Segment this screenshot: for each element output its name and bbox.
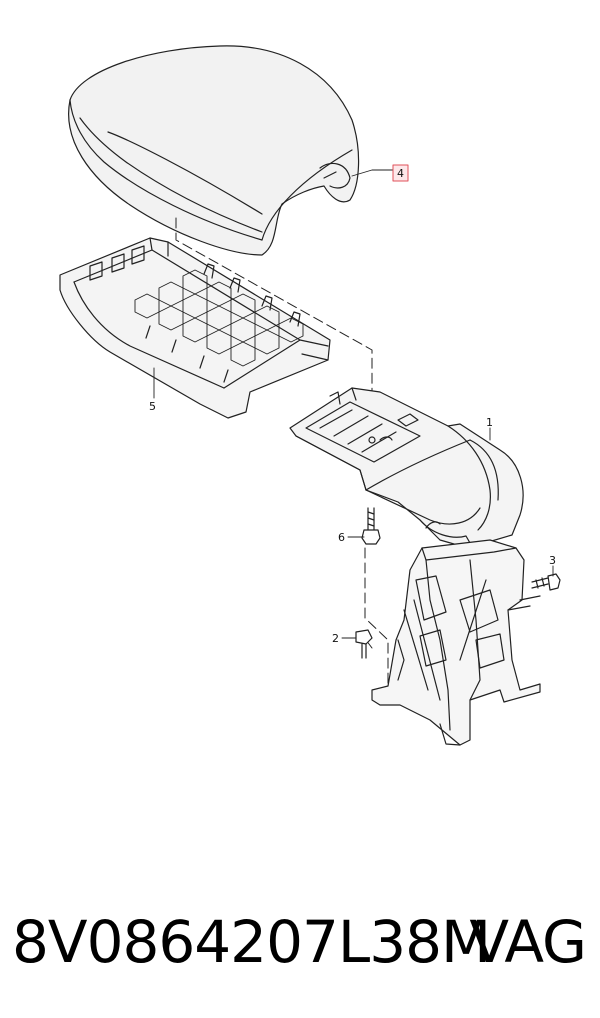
part-number: 8V0864207L38M <box>12 908 491 976</box>
callout-4-highlight-box <box>392 164 409 182</box>
callout-6[interactable]: 6 <box>338 531 345 544</box>
exploded-parts-diagram: 4 5 1 6 3 2 <box>59 45 561 746</box>
callout-leader-lines <box>153 169 554 639</box>
callout-labels: 4 5 1 6 3 2 <box>149 164 556 645</box>
callout-3[interactable]: 3 <box>549 554 556 567</box>
armrest-lid-part <box>68 45 360 256</box>
callout-5[interactable]: 5 <box>149 400 156 413</box>
bolt-part-3 <box>531 573 561 591</box>
support-bracket-frame <box>371 539 541 746</box>
bolt-part-2 <box>355 629 373 659</box>
callout-1[interactable]: 1 <box>486 416 493 429</box>
callout-4[interactable]: 4 <box>397 167 404 180</box>
part-footer: 8V0864207L38M VAG <box>0 892 600 992</box>
brand-name: VAG <box>469 908 587 976</box>
screw-part-6 <box>361 507 381 545</box>
callout-2[interactable]: 2 <box>332 632 339 645</box>
armrest-base-housing-part <box>289 387 524 551</box>
honeycomb-mat <box>134 269 304 367</box>
storage-tray-insert-part <box>59 237 331 419</box>
